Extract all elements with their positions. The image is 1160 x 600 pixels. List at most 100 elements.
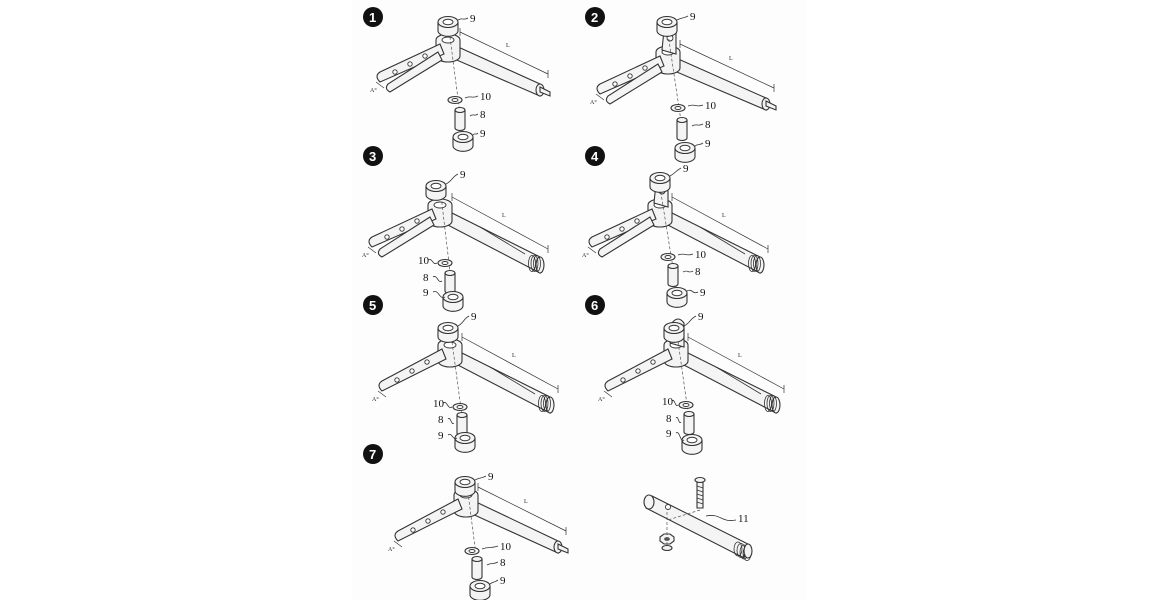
callout-pin: 8 [705,119,711,131]
axle-tube [451,45,551,97]
number-badge: 4 [585,146,605,166]
figure-2: 2L A° 9 10 8 9 [585,7,777,163]
figure-7: 7L A° 9 10 8 9 [363,444,569,600]
callout-bottom: 9 [438,430,444,442]
centre-line [659,186,678,294]
length-dimension [451,196,549,250]
callout-pin: 8 [438,414,444,426]
figure-3: 3L A° 9 10 8 9 [362,146,549,312]
axle-tube [679,350,781,414]
callout-pin: 8 [500,557,506,569]
king-pin [471,559,483,581]
figure-number: 4 [591,149,599,164]
angle-label: A° [590,99,597,106]
length-label: L [502,213,506,219]
callout-top: 9 [488,471,494,483]
king-pin [683,414,695,436]
steering-arm [376,43,445,93]
angle-label: A° [370,87,377,94]
length-label: L [729,56,733,62]
steering-arm [378,348,447,392]
figure-number: 6 [591,298,598,313]
callout-axle: 11 [738,513,749,525]
figure-number: 7 [369,447,376,462]
steering-arm [604,348,673,392]
king-pin [454,110,466,132]
figure-4: 4L A° 9 10 8 9 [582,146,769,308]
length-dimension [477,486,567,532]
number-badge: 3 [363,146,383,166]
figure-5: 5L A° 9 10 8 9 [363,295,559,453]
figure-1: 1L A° 9 10 8 9 [363,7,551,152]
length-label: L [738,353,742,359]
angle-label: A° [598,396,605,403]
king-pin [667,266,679,288]
angle-label: A° [372,396,379,403]
centre-line [449,326,466,439]
callout-top: 9 [683,163,689,175]
angle-label: A° [388,546,395,553]
axle-tube [443,210,545,274]
callout-top: 9 [470,13,476,25]
washer [661,544,673,552]
steering-arm [588,208,657,258]
figure-number: 5 [369,298,376,313]
angle-dimension [393,540,403,548]
axle-tube [469,500,569,554]
callout-top: 9 [698,311,704,323]
callout-pin: 8 [695,266,701,278]
callout-pin: 8 [423,272,429,284]
callout-top: 9 [690,11,696,23]
number-badge: 1 [363,7,383,27]
axle-part-11: 11 [643,476,753,561]
callout-top: 9 [471,311,477,323]
angle-dimension [587,246,597,254]
length-label: L [512,353,516,359]
callout-bottom: 9 [423,287,429,299]
axle-tube [663,210,765,274]
callout-washer: 10 [418,255,430,267]
length-dimension [671,196,769,250]
angle-label: A° [582,252,589,259]
length-dimension [687,336,785,390]
callout-bottom: 9 [666,428,672,440]
angle-label: A° [362,252,369,259]
angle-dimension [375,81,385,89]
callout-top: 9 [460,169,466,181]
length-dimension [459,31,549,75]
figure-number: 3 [369,149,376,164]
axle-tube [453,350,555,414]
callout-washer: 10 [662,396,674,408]
callout-washer: 10 [695,249,707,261]
length-label: L [722,213,726,219]
king-pin [676,120,688,142]
angle-dimension [595,93,605,101]
angle-dimension [367,246,377,254]
callout-bottom: 9 [500,575,506,587]
length-dimension [679,43,775,89]
length-label: L [524,499,528,505]
callout-washer: 10 [433,398,445,410]
length-label: L [506,43,510,49]
callout-bottom: 9 [480,128,486,140]
number-badge: 5 [363,295,383,315]
diagram-sheet [352,0,806,600]
steering-arm [368,208,437,258]
callout-bottom: 9 [700,287,706,299]
callout-washer: 10 [705,100,717,112]
number-badge: 7 [363,444,383,464]
number-badge: 2 [585,7,605,27]
axle-tube [671,57,777,111]
angle-dimension [377,390,387,398]
figure-number: 1 [369,10,376,25]
callout-bottom: 9 [705,138,711,150]
callout-washer: 10 [500,541,512,553]
steering-arm [394,498,463,542]
callout-washer: 10 [480,91,492,103]
angle-dimension [603,390,613,398]
length-dimension [461,336,559,390]
callout-pin: 8 [480,109,486,121]
